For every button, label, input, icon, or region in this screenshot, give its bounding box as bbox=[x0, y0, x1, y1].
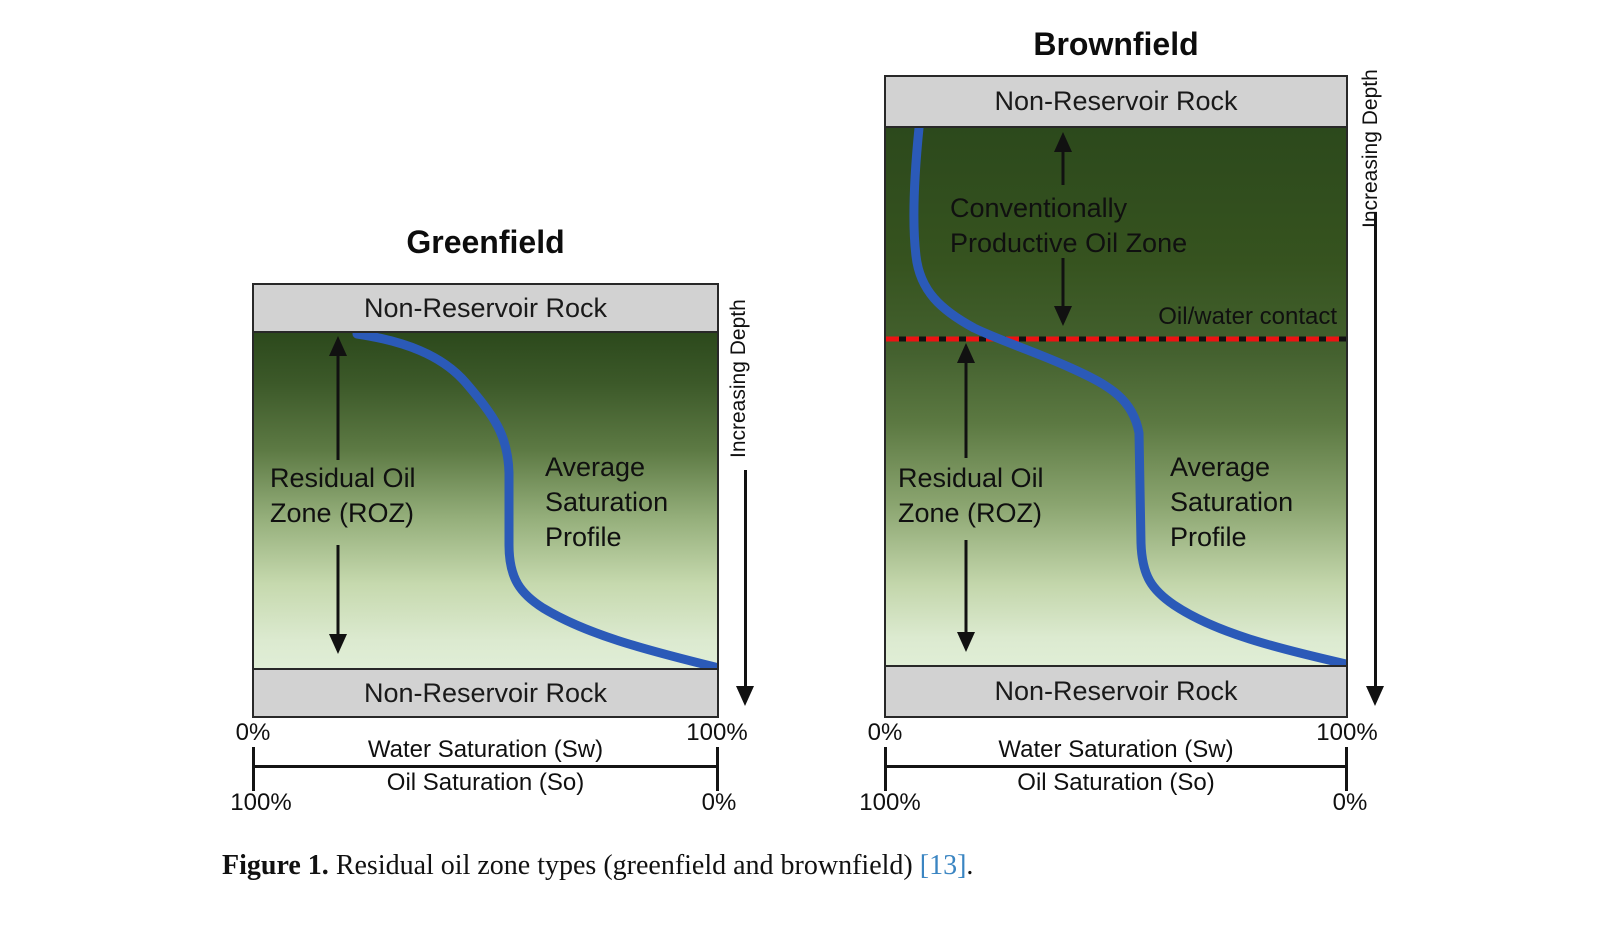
water-saturation-max: 100% bbox=[1316, 719, 1378, 746]
brownfield-increasing-depth-label: Increasing Depth bbox=[1359, 69, 1382, 228]
non-reservoir-rock-label: Non-Reservoir Rock bbox=[994, 676, 1238, 706]
greenfield-top-non-reservoir-band: Non-Reservoir Rock bbox=[254, 285, 717, 333]
greenfield-increasing-depth-label: Increasing Depth bbox=[727, 299, 750, 458]
non-reservoir-rock-label: Non-Reservoir Rock bbox=[363, 677, 608, 708]
axis-tick-right bbox=[716, 747, 719, 791]
oil-saturation-min: 0% bbox=[1332, 789, 1368, 816]
figure-caption-period: . bbox=[966, 850, 974, 881]
brownfield-saturation-axis bbox=[884, 765, 1348, 768]
figure-caption-text: Residual oil zone types (greenfield and … bbox=[328, 850, 920, 881]
greenfield-roz-label: Residual Oil Zone (ROZ) bbox=[270, 463, 416, 528]
water-saturation-max: 100% bbox=[686, 719, 748, 746]
water-saturation-axis-label: Water Saturation (Sw) bbox=[998, 736, 1234, 763]
citation-link[interactable]: [13] bbox=[919, 850, 967, 881]
greenfield-depth-arrow bbox=[744, 470, 747, 688]
water-saturation-min: 0% bbox=[235, 719, 271, 746]
brownfield-conventionally-productive-zone-label: Conventionally Productive Oil Zone bbox=[950, 193, 1188, 258]
brownfield-depth-arrow bbox=[1374, 213, 1377, 688]
axis-tick-right bbox=[1345, 747, 1348, 791]
greenfield-title: Greenfield bbox=[406, 224, 565, 260]
non-reservoir-rock-label: Non-Reservoir Rock bbox=[363, 292, 608, 323]
water-saturation-min: 0% bbox=[867, 719, 903, 746]
water-saturation-axis-label: Water Saturation (Sw) bbox=[367, 736, 604, 763]
greenfield-bottom-non-reservoir-band: Non-Reservoir Rock bbox=[254, 668, 717, 716]
oil-saturation-max: 100% bbox=[859, 789, 921, 816]
non-reservoir-rock-label: Non-Reservoir Rock bbox=[994, 86, 1238, 116]
brownfield-diagram: Non-Reservoir Rock Non-Reservoir Rock bbox=[884, 75, 1348, 718]
oil-saturation-max: 100% bbox=[230, 789, 292, 816]
oil-saturation-axis-label: Oil Saturation (So) bbox=[386, 769, 585, 796]
figure-caption-number: Figure 1. bbox=[222, 850, 329, 881]
figure-caption: Figure 1. Residual oil zone types (green… bbox=[222, 850, 973, 882]
brownfield-depth-arrowhead-icon bbox=[1366, 686, 1384, 706]
greenfield-saturation-axis bbox=[252, 765, 719, 768]
oil-saturation-axis-label: Oil Saturation (So) bbox=[1017, 769, 1215, 796]
oil-saturation-min: 0% bbox=[701, 789, 737, 816]
greenfield-depth-arrowhead-icon bbox=[736, 686, 754, 706]
brownfield-bottom-non-reservoir-band: Non-Reservoir Rock bbox=[886, 665, 1346, 716]
axis-tick-left bbox=[884, 747, 887, 791]
brownfield-average-saturation-profile-label: Average Saturation Profile bbox=[1170, 452, 1294, 552]
oil-water-contact-label: Oil/water contact bbox=[1158, 303, 1337, 330]
axis-tick-left bbox=[252, 747, 255, 791]
greenfield-average-saturation-profile-label: Average Saturation Profile bbox=[545, 452, 669, 552]
brownfield-title: Brownfield bbox=[1033, 26, 1199, 62]
brownfield-top-non-reservoir-band: Non-Reservoir Rock bbox=[886, 77, 1346, 128]
brownfield-roz-label: Residual Oil Zone (ROZ) bbox=[898, 463, 1044, 528]
